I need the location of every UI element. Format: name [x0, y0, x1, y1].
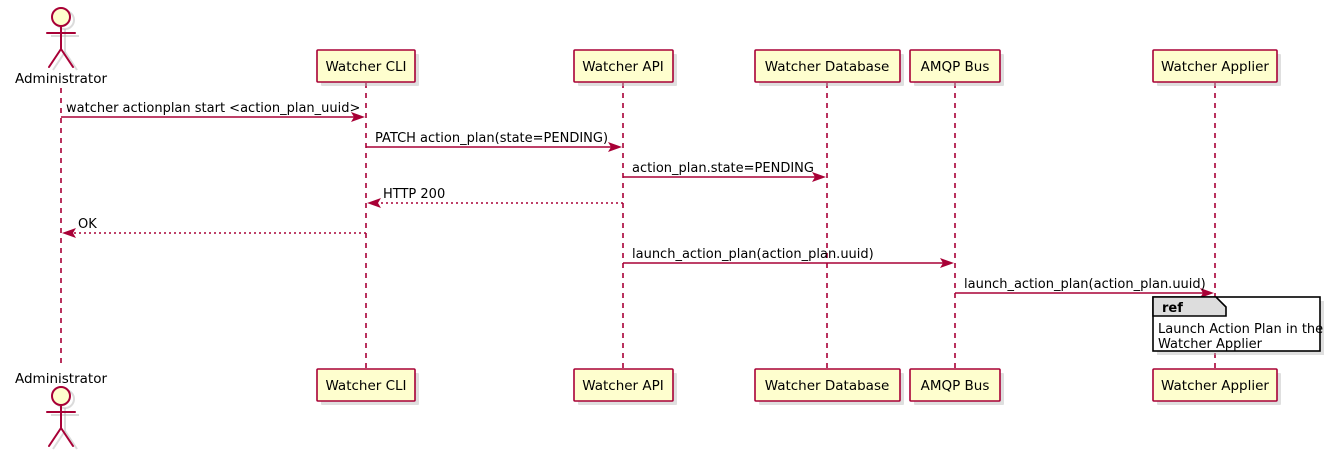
participant-watcher-cli-top[interactable]: Watcher CLI [316, 49, 419, 86]
participant-label-watcher-cli: Watcher CLI [325, 378, 406, 394]
message-1[interactable]: watcher actionplan start <action_plan_uu… [61, 101, 365, 122]
arrowhead-right [1200, 288, 1214, 298]
participant-label-watcher-cli: Watcher CLI [325, 59, 406, 75]
arrowhead-right [812, 172, 826, 182]
participant-watcher-database-bottom[interactable]: Watcher Database [754, 368, 904, 405]
arrowhead-left [367, 198, 381, 208]
message-label-7: launch_action_plan(action_plan.uuid) [964, 277, 1206, 292]
message-7[interactable]: launch_action_plan(action_plan.uuid) [955, 277, 1214, 298]
ref-fragment-tab [1152, 296, 1227, 317]
participant-label-amqp-bus: AMQP Bus [921, 59, 990, 75]
participant-box[interactable] [754, 368, 901, 402]
participant-box[interactable] [316, 49, 416, 83]
message-label-6: launch_action_plan(action_plan.uuid) [632, 247, 874, 262]
participant-label-amqp-bus: AMQP Bus [921, 378, 990, 394]
ref-fragment-line-2: Watcher Applier [1158, 337, 1263, 352]
participant-box[interactable] [573, 49, 674, 83]
message-3[interactable]: action_plan.state=PENDING [623, 161, 826, 182]
participant-watcher-applier-top[interactable]: Watcher Applier [1152, 49, 1281, 86]
arrowhead-right [940, 258, 954, 268]
message-label-1: watcher actionplan start <action_plan_uu… [66, 101, 360, 116]
actor-leg-left [48, 48, 62, 68]
arrowhead-right [608, 142, 622, 152]
participant-watcher-applier-bottom[interactable]: Watcher Applier [1152, 368, 1281, 405]
participant-box[interactable] [909, 49, 1001, 83]
actor-leg-right [60, 427, 74, 447]
participant-label-watcher-api: Watcher API [582, 59, 664, 75]
participant-watcher-api-bottom[interactable]: Watcher API [573, 368, 677, 405]
message-label-5: OK [78, 217, 97, 232]
message-2[interactable]: PATCH action_plan(state=PENDING) [366, 131, 622, 152]
participant-watcher-cli-bottom[interactable]: Watcher CLI [316, 368, 419, 405]
participant-box[interactable] [316, 368, 416, 402]
participant-label-watcher-applier: Watcher Applier [1161, 59, 1269, 75]
ref-fragment[interactable]: ref Launch Action Plan in the Watcher Ap… [1152, 296, 1324, 355]
message-label-2: PATCH action_plan(state=PENDING) [375, 131, 608, 146]
participant-amqp-bus-bottom[interactable]: AMQP Bus [909, 368, 1004, 405]
actor-head-icon [51, 7, 71, 27]
message-label-3: action_plan.state=PENDING [632, 161, 814, 176]
participant-box[interactable] [1152, 49, 1278, 83]
participant-label-watcher-database: Watcher Database [765, 378, 890, 394]
actor-label-administrator-top: Administrator [15, 71, 107, 87]
arrowhead-left [62, 228, 76, 238]
actor-leg-right [60, 48, 74, 68]
ref-fragment-line-1: Launch Action Plan in the [1158, 322, 1323, 337]
participant-watcher-api-top[interactable]: Watcher API [573, 49, 677, 86]
participant-box[interactable] [1152, 368, 1278, 402]
actor-leg-left [48, 427, 62, 447]
participant-watcher-database-top[interactable]: Watcher Database [754, 49, 904, 86]
participant-amqp-bus-top[interactable]: AMQP Bus [909, 49, 1004, 86]
actor-administrator-bottom[interactable]: Administrator [15, 371, 107, 450]
actor-administrator-top[interactable]: Administrator [15, 7, 107, 87]
arrowhead-right [351, 112, 365, 122]
participant-label-watcher-api: Watcher API [582, 378, 664, 394]
message-6[interactable]: launch_action_plan(action_plan.uuid) [623, 247, 954, 268]
participant-label-watcher-database: Watcher Database [765, 59, 890, 75]
actor-head-icon [51, 386, 71, 406]
ref-fragment-tab-label: ref [1162, 301, 1183, 316]
participant-label-watcher-applier: Watcher Applier [1161, 378, 1269, 394]
participant-box[interactable] [909, 368, 1001, 402]
participant-box[interactable] [754, 49, 901, 83]
lifelines [60, 83, 1216, 369]
participant-box[interactable] [573, 368, 674, 402]
message-5[interactable]: OK [62, 217, 366, 238]
message-label-4: HTTP 200 [383, 187, 445, 202]
actor-label-administrator-bottom: Administrator [15, 371, 107, 387]
message-4[interactable]: HTTP 200 [367, 187, 623, 208]
